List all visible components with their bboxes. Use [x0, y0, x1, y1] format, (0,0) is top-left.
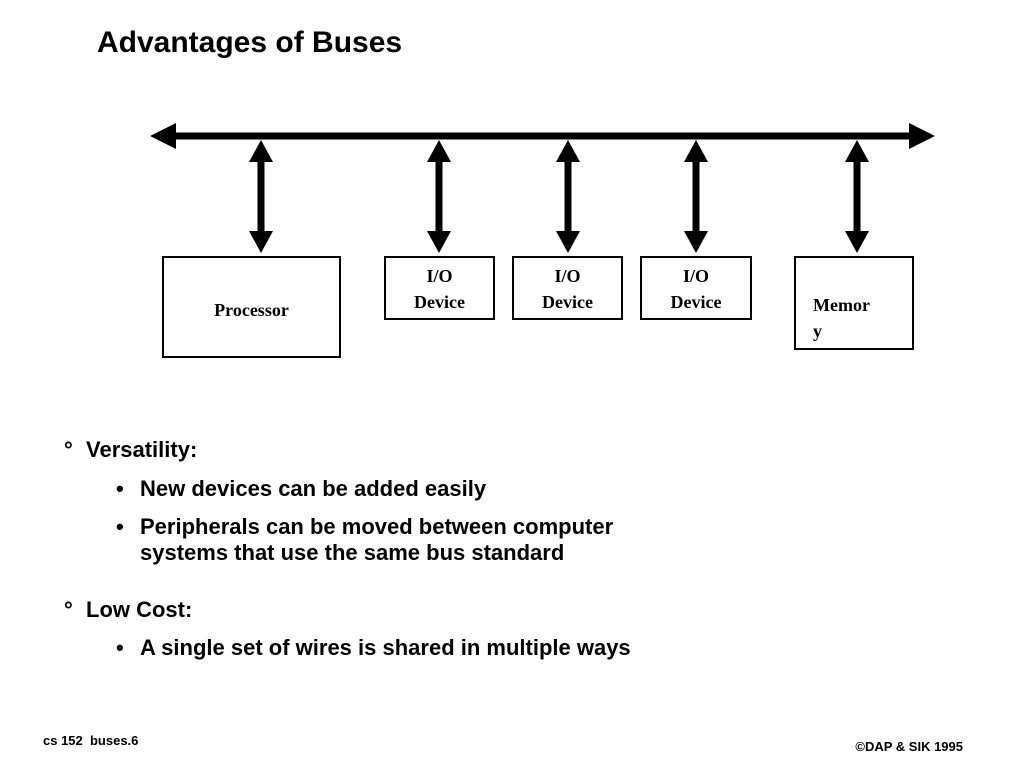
sub-bullet-shared-wires: • A single set of wires is shared in mul…: [116, 635, 631, 661]
processor-box: Processor: [162, 256, 341, 358]
io-device-3-box: I/O Device: [640, 256, 752, 320]
processor-connector-arrow: [249, 140, 273, 253]
io-device-3-label-line-2: Device: [670, 292, 722, 312]
sub-bullet-marker: •: [116, 635, 124, 660]
bullet-low-cost: ° Low Cost:: [64, 597, 193, 623]
footer-course-label: cs 152 buses.6: [43, 733, 139, 748]
io-device-1-label-line-2: Device: [414, 292, 465, 312]
io-device-2-box: I/O Device: [512, 256, 623, 320]
memory-connector-arrow: [845, 140, 869, 253]
footer-copyright: ©DAP & SIK 1995: [855, 739, 963, 754]
bullet-marker: °: [64, 597, 73, 622]
processor-label: Processor: [214, 300, 289, 320]
sub-bullet-marker: •: [116, 514, 124, 539]
sub-bullet-new-devices: • New devices can be added easily: [116, 476, 487, 502]
bus-right-arrowhead: [909, 123, 935, 149]
sub-bullet-text: New devices can be added easily: [140, 476, 487, 501]
bullet-marker: °: [64, 437, 73, 462]
io-device-2-label-line-1: I/O: [554, 266, 581, 286]
memory-label: Memor y: [813, 292, 893, 344]
io-device-3-label-line-1: I/O: [682, 266, 709, 286]
memory-label-line-2: y: [813, 321, 822, 341]
memory-box: Memor y: [794, 256, 914, 350]
io-device-3-connector-arrow: [684, 140, 708, 253]
bullet-versatility: ° Versatility:: [64, 437, 198, 463]
sub-bullet-text-line-1: Peripherals can be moved between compute…: [140, 514, 614, 539]
sub-bullet-text: A single set of wires is shared in multi…: [140, 635, 631, 660]
bullet-label: Versatility:: [86, 437, 198, 462]
memory-label-line-1: Memor: [813, 295, 870, 315]
bullet-label: Low Cost:: [86, 597, 193, 622]
sub-bullet-text-line-2: systems that use the same bus standard: [140, 540, 565, 565]
io-device-1-connector-arrow: [427, 140, 451, 253]
sub-bullet-peripherals: • Peripherals can be moved between compu…: [116, 514, 614, 566]
io-device-1-box: I/O Device: [384, 256, 495, 320]
io-device-2-label-line-2: Device: [542, 292, 593, 312]
io-device-2-connector-arrow: [556, 140, 580, 253]
sub-bullet-marker: •: [116, 476, 124, 501]
slide-title: Advantages of Buses: [97, 26, 403, 59]
io-device-1-label-line-1: I/O: [426, 266, 453, 286]
bus-left-arrowhead: [150, 123, 176, 149]
